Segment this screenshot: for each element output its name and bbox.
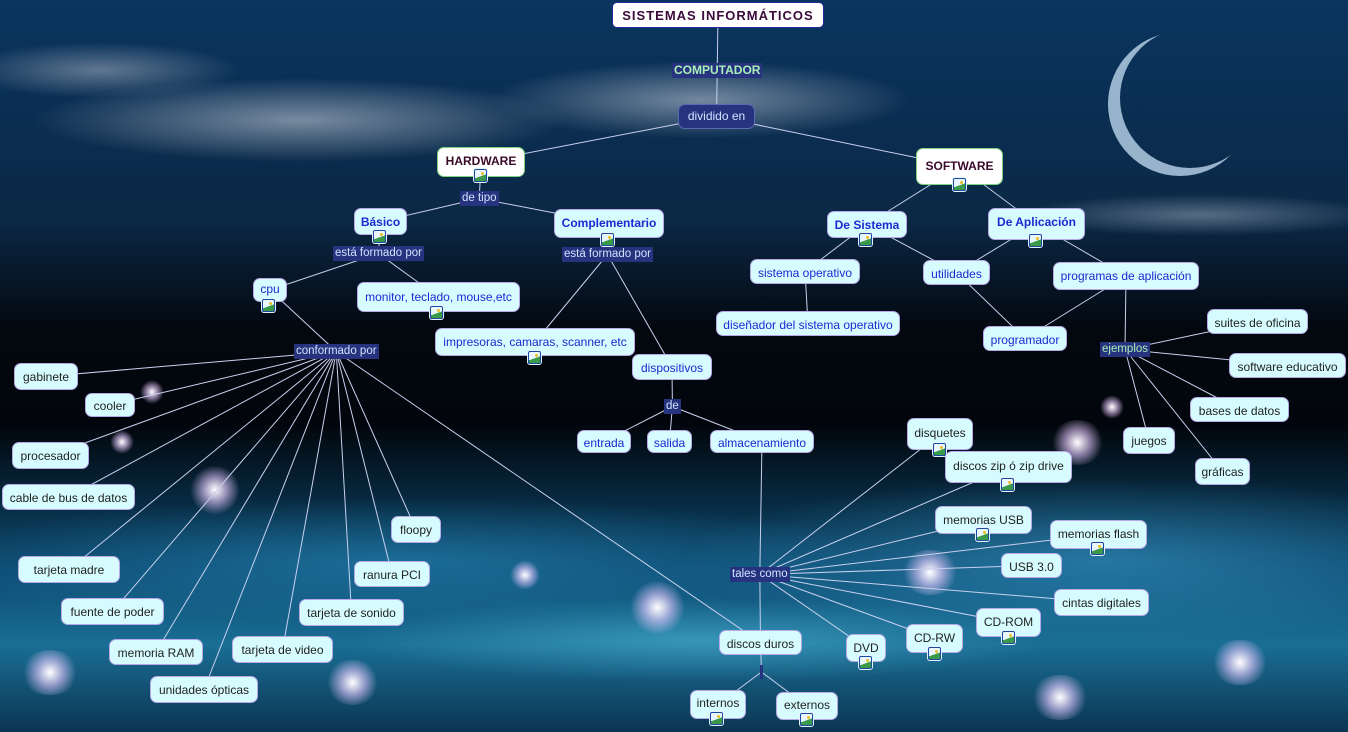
concept-disquetes[interactable]: disquetes [907, 418, 973, 450]
star-decoration [1210, 640, 1270, 685]
connection-line [68, 351, 337, 498]
connection-line [759, 534, 1099, 575]
concept-procesador[interactable]: procesador [12, 442, 89, 469]
image-attachment-icon[interactable] [1001, 478, 1014, 491]
link-esta-formado-por[interactable]: está formado por [333, 246, 424, 261]
link-conformado-por[interactable]: conformado por [294, 344, 379, 359]
concept-suites-de-oficina[interactable]: suites de oficina [1207, 309, 1308, 334]
concept-graficas[interactable]: gráficas [1195, 458, 1250, 485]
concept-tarjeta-madre[interactable]: tarjeta madre [18, 556, 120, 583]
concept-sistema-operativo[interactable]: sistema operativo [750, 259, 860, 284]
image-attachment-icon[interactable] [1091, 542, 1104, 555]
star-decoration [140, 380, 164, 404]
concept-utilidades[interactable]: utilidades [923, 260, 990, 285]
connection-line [759, 433, 941, 575]
image-attachment-icon[interactable] [262, 299, 275, 312]
concept-cintas-digitales[interactable]: cintas digitales [1054, 589, 1149, 616]
link-dividido-en[interactable]: dividido en [678, 104, 755, 129]
image-attachment-icon[interactable] [528, 351, 541, 364]
connection-line [112, 351, 337, 612]
connection-line [759, 574, 1102, 603]
connection-line [759, 466, 1009, 575]
connection-line [335, 351, 417, 530]
image-attachment-icon[interactable] [928, 647, 941, 660]
concept-salida[interactable]: salida [647, 430, 692, 453]
link-tales-como[interactable]: tales como [730, 567, 790, 582]
image-attachment-icon[interactable] [953, 178, 966, 191]
concept-entrada[interactable]: entrada [577, 430, 631, 453]
image-attachment-icon[interactable] [800, 713, 813, 726]
connection-line [203, 351, 337, 690]
concept-cooler[interactable]: cooler [85, 393, 135, 417]
concept-bases-de-datos[interactable]: bases de datos [1190, 397, 1289, 422]
connection-line [759, 441, 763, 575]
image-attachment-icon[interactable] [1029, 234, 1042, 247]
star-decoration [1030, 675, 1090, 720]
star-decoration [110, 430, 134, 454]
image-attachment-icon[interactable] [976, 528, 989, 541]
concept-dispositivos[interactable]: dispositivos [632, 354, 712, 380]
concept-cable-bus-datos[interactable]: cable de bus de datos [2, 484, 135, 510]
image-attachment-icon[interactable] [710, 712, 723, 725]
connection-line [68, 351, 337, 570]
link-de-tipo[interactable]: de tipo [460, 191, 499, 206]
connection-line [45, 351, 337, 377]
image-attachment-icon[interactable] [859, 656, 872, 669]
concept-discos-duros[interactable]: discos duros [719, 630, 802, 655]
concept-almacenamiento[interactable]: almacenamiento [710, 430, 814, 453]
link-de[interactable]: de [664, 399, 681, 414]
concept-ranura-pci[interactable]: ranura PCI [354, 561, 430, 587]
map-title[interactable]: SISTEMAS INFORMÁTICOS [612, 2, 824, 28]
link-computador[interactable]: COMPUTADOR [672, 63, 763, 78]
concept-juegos[interactable]: juegos [1123, 427, 1175, 454]
concept-software-educativo[interactable]: software educativo [1229, 353, 1346, 378]
connection-line [155, 351, 337, 653]
image-attachment-icon[interactable] [601, 233, 614, 246]
concept-cpu[interactable]: cpu [253, 278, 287, 302]
concept-tarjeta-de-sonido[interactable]: tarjeta de sonido [299, 599, 404, 626]
star-decoration [20, 650, 80, 695]
connection-line [759, 574, 1009, 623]
link-esta-formado-por[interactable]: está formado por [562, 247, 653, 262]
connection-line [282, 351, 337, 650]
image-attachment-icon[interactable] [430, 306, 443, 319]
link-ejemplos[interactable]: ejemplos [1100, 342, 1151, 357]
concept-floopy[interactable]: floopy [391, 516, 441, 543]
image-attachment-icon[interactable] [1002, 631, 1015, 644]
connection-line [335, 351, 761, 643]
star-decoration [325, 660, 380, 705]
star-decoration [630, 580, 685, 635]
concept-memorias-flash[interactable]: memorias flash [1050, 520, 1147, 549]
star-decoration [510, 560, 540, 590]
connection-line [534, 254, 608, 343]
connection-line [607, 254, 673, 368]
image-attachment-icon[interactable] [373, 230, 386, 243]
concept-unidades-opticas[interactable]: unidades ópticas [150, 676, 258, 703]
concept-tarjeta-de-video[interactable]: tarjeta de video [232, 636, 333, 663]
concept-programador[interactable]: programador [983, 326, 1067, 351]
concept-disenador-sistema-operativo[interactable]: diseñador del sistema operativo [716, 311, 900, 336]
connection-line [335, 351, 393, 575]
concept-fuente-de-poder[interactable]: fuente de poder [61, 598, 164, 625]
connection-line [50, 351, 337, 456]
image-attachment-icon[interactable] [933, 443, 946, 456]
connection-line [335, 351, 352, 613]
connection-line [1124, 349, 1223, 472]
image-attachment-icon[interactable] [474, 169, 487, 182]
concept-monitor-teclado-mouse[interactable]: monitor, teclado, mouse,etc [357, 282, 520, 312]
star-decoration [1100, 395, 1124, 419]
concept-memoria-ram[interactable]: memoria RAM [109, 639, 203, 665]
concept-usb-3[interactable]: USB 3.0 [1001, 553, 1062, 578]
connection-line [109, 351, 337, 406]
star-decoration [900, 550, 960, 595]
link-discos-duros[interactable] [760, 665, 763, 679]
image-attachment-icon[interactable] [859, 233, 872, 246]
concept-gabinete[interactable]: gabinete [14, 363, 78, 390]
connection-line [759, 574, 935, 639]
connection-line [1124, 349, 1150, 441]
connection-line [759, 565, 1032, 575]
concept-programas-de-aplicacion[interactable]: programas de aplicación [1053, 262, 1199, 290]
